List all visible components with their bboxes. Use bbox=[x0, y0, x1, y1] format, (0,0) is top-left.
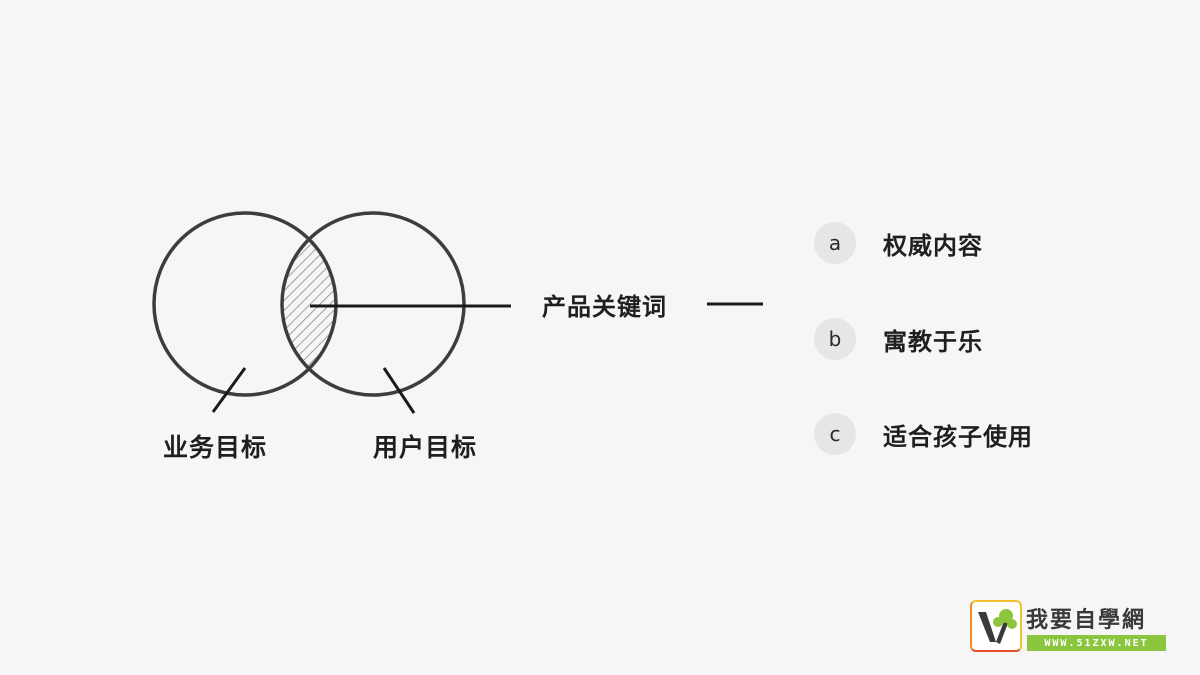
keyword-badge-c: c bbox=[814, 413, 856, 455]
user-goal-label: 用户目标 bbox=[373, 433, 478, 462]
v-leaf-logo-icon bbox=[970, 600, 1022, 652]
business-goal-label: 业务目标 bbox=[163, 433, 268, 462]
keyword-text-c: 适合孩子使用 bbox=[883, 422, 1033, 451]
business-goal-leader-line bbox=[211, 367, 247, 413]
product-keywords-label: 产品关键词 bbox=[542, 293, 667, 321]
keyword-item-b: b 寓教于乐 bbox=[814, 318, 983, 360]
user-goal-circle bbox=[280, 211, 466, 397]
watermark-title: 我要自學網 bbox=[1026, 608, 1147, 633]
watermark-logo: 我要自學網 WWW.51ZXW.NET bbox=[970, 600, 1168, 654]
keyword-badge-b: b bbox=[814, 318, 856, 360]
keyword-badge-a: a bbox=[814, 222, 856, 264]
keyword-text-a: 权威内容 bbox=[883, 231, 983, 260]
keyword-text-b: 寓教于乐 bbox=[883, 327, 983, 356]
business-goal-circle bbox=[152, 211, 338, 397]
watermark-url: WWW.51ZXW.NET bbox=[1027, 635, 1166, 651]
user-goal-leader-line bbox=[382, 367, 416, 414]
keyword-item-c: c 适合孩子使用 bbox=[814, 413, 1033, 455]
keyword-item-a: a 权威内容 bbox=[814, 222, 983, 264]
